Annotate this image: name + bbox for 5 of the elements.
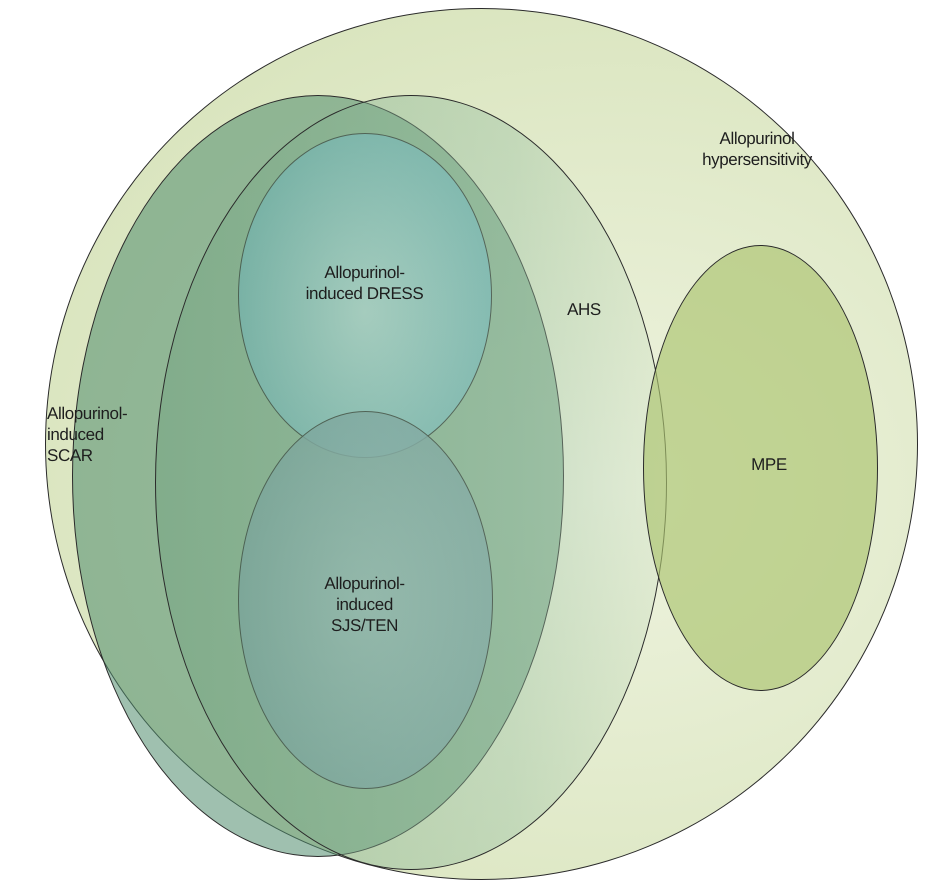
set-label: AHS bbox=[566, 299, 602, 320]
set-label: Allopurinol-induced DRESS bbox=[304, 262, 424, 304]
set-label: MPE bbox=[750, 454, 788, 475]
set-label: Allopurinol-induced SJS/TEN bbox=[323, 573, 406, 636]
set-label: Allopurinol hypersensitivity bbox=[701, 128, 814, 170]
